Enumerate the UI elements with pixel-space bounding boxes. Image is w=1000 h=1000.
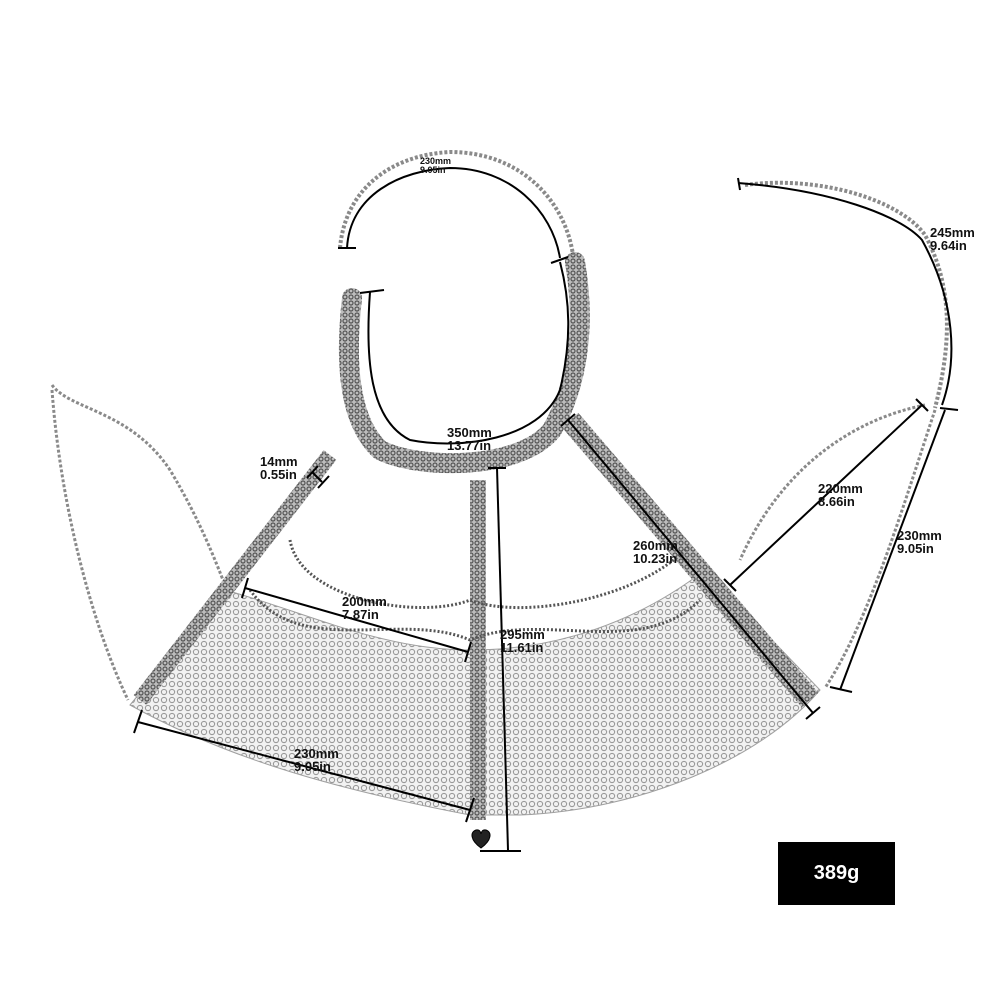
label-collar-mm: 350mm: [447, 425, 492, 440]
label-bottom-width-in: 9.05in: [294, 759, 331, 774]
label-collar-in: 13.77in: [447, 438, 491, 453]
dim-right-side: [839, 409, 946, 691]
label-strap-width-mm: 14mm: [260, 454, 298, 469]
right-strap: [561, 412, 819, 708]
heart-charm-icon: [471, 829, 491, 849]
dim-right-extender: [737, 182, 953, 406]
dim-inner-width: [244, 587, 469, 653]
label-diagonal-mm: 260mm: [633, 538, 678, 553]
label-right-extender-in: 9.64in: [930, 238, 967, 253]
top-extender-chain: [338, 149, 575, 256]
label-strap-width-in: 0.55in: [260, 467, 297, 482]
weight-badge: 389g: [778, 842, 895, 905]
right-back-chain: [738, 403, 937, 689]
label-center-drop-mm: 295mm: [500, 627, 545, 642]
left-strap: [133, 450, 337, 705]
dim-right-strap: [729, 404, 923, 586]
label-right-strap-mm: 220mm: [818, 481, 863, 496]
label-diagonal-in: 10.23in: [633, 551, 677, 566]
label-right-strap-in: 8.66in: [818, 494, 855, 509]
dim-neck-collar: [367, 261, 570, 445]
dim-center-drop: [496, 467, 509, 851]
label-right-extender-mm: 245mm: [930, 225, 975, 240]
left-back-chain: [50, 384, 227, 701]
label-top-extender-mm: 230mm: [420, 156, 451, 166]
label-right-side-mm: 230mm: [897, 528, 942, 543]
dim-diagonal-strap: [567, 419, 814, 714]
drape-chain-2: [248, 589, 702, 642]
label-right-side-in: 9.05in: [897, 541, 934, 556]
label-center-drop-in: 11.61in: [500, 640, 543, 655]
label-inner-width-in: 7.87in: [342, 607, 379, 622]
right-extender-chain: [744, 180, 949, 409]
dim-bottom-width: [137, 721, 471, 811]
neck-collar: [338, 252, 590, 474]
dim-top-extender: [346, 166, 561, 259]
label-bottom-width-mm: 230mm: [294, 746, 339, 761]
drape-chain-1: [288, 539, 692, 610]
label-top-extender-in: 9.05in: [420, 165, 446, 175]
label-inner-width-mm: 200mm: [342, 594, 387, 609]
dim-strap-width: [311, 471, 323, 483]
